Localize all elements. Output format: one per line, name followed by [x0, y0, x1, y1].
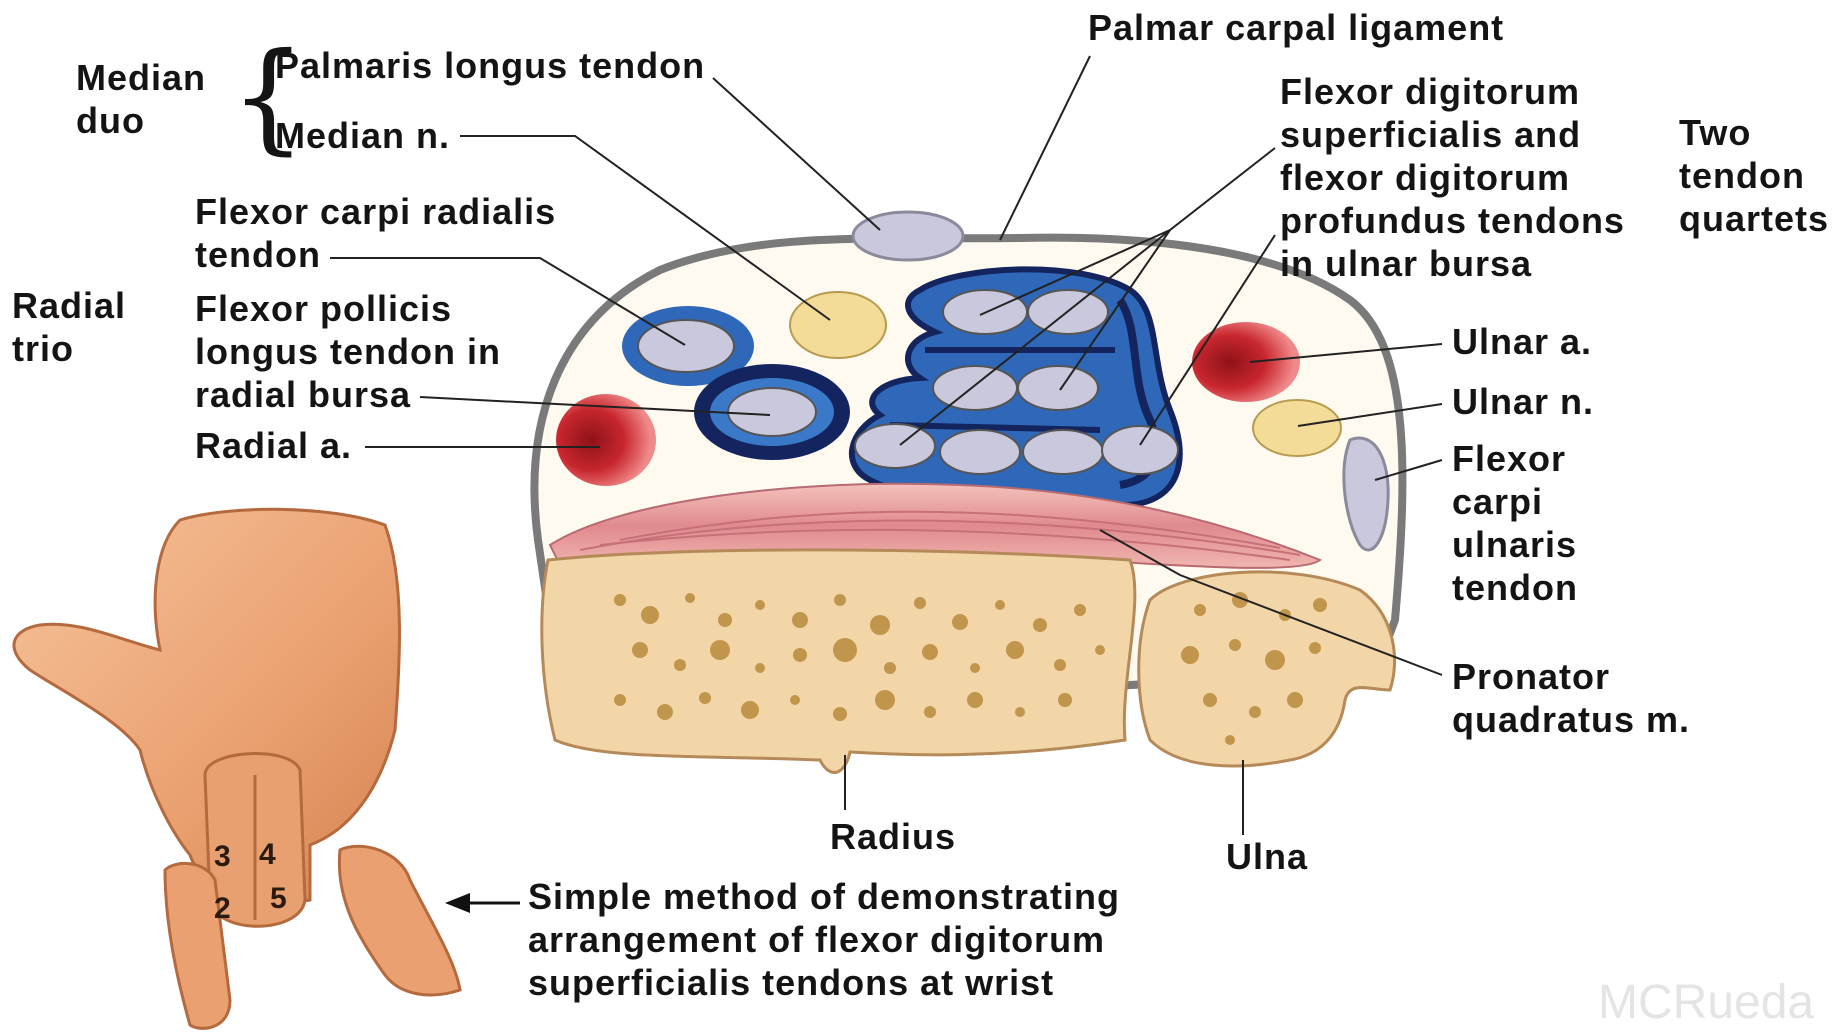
fdp-tendon: [855, 424, 935, 468]
other-hand-right: [339, 846, 460, 995]
label-pronator-quadratus: Pronator quadratus m.: [1452, 655, 1690, 741]
ulnar-nerve: [1253, 400, 1341, 456]
radius-bone: [542, 550, 1135, 773]
finger-number-5: 5: [270, 882, 287, 916]
label-palmar-carpal-ligament: Palmar carpal ligament: [1088, 6, 1504, 49]
leader-palmar-carpal-ligament: [1000, 56, 1090, 240]
label-ulnar-nerve: Ulnar n.: [1452, 380, 1594, 423]
label-radius: Radius: [830, 815, 956, 858]
label-flexor-carpi-ulnaris: Flexor carpi ulnaris tendon: [1452, 437, 1578, 609]
finger-number-3: 3: [214, 840, 231, 874]
cross-section: [534, 212, 1402, 772]
label-median-nerve: Median n.: [275, 114, 450, 157]
hand-illustration: [14, 509, 520, 1028]
watermark: MCRueda: [1598, 975, 1814, 1030]
label-flexor-digitorum: Flexor digitorum superficialis and flexo…: [1280, 70, 1625, 285]
ulnar-artery: [1192, 322, 1300, 402]
fdp-tendon: [1102, 426, 1178, 474]
flexor-pollicis-longus-tendon: [728, 388, 816, 436]
label-palmaris-longus-tendon: Palmaris longus tendon: [275, 44, 705, 87]
ulna-bone: [1139, 572, 1395, 766]
label-ulnar-artery: Ulnar a.: [1452, 320, 1592, 363]
label-two-tendon-quartets: Two tendon quartets: [1679, 111, 1829, 240]
flexor-carpi-radialis-tendon: [638, 320, 734, 372]
finger-number-2: 2: [214, 892, 231, 926]
label-flexor-carpi-radialis: Flexor carpi radialis tendon: [195, 190, 556, 276]
label-median-duo: Median duo: [76, 56, 206, 142]
fds-tendon: [933, 366, 1017, 410]
label-radial-artery: Radial a.: [195, 424, 352, 467]
fds-tendon: [1018, 366, 1098, 410]
label-ulna: Ulna: [1226, 835, 1308, 878]
finger-number-4: 4: [259, 838, 276, 872]
fdp-tendon: [940, 430, 1020, 474]
leader-palmaris-longus: [713, 78, 880, 230]
fdp-tendon: [1023, 430, 1103, 474]
label-radial-trio: Radial trio: [12, 284, 126, 370]
label-flexor-pollicis: Flexor pollicis longus tendon in radial …: [195, 287, 501, 416]
label-simple-method: Simple method of demonstrating arrangeme…: [528, 875, 1120, 1004]
